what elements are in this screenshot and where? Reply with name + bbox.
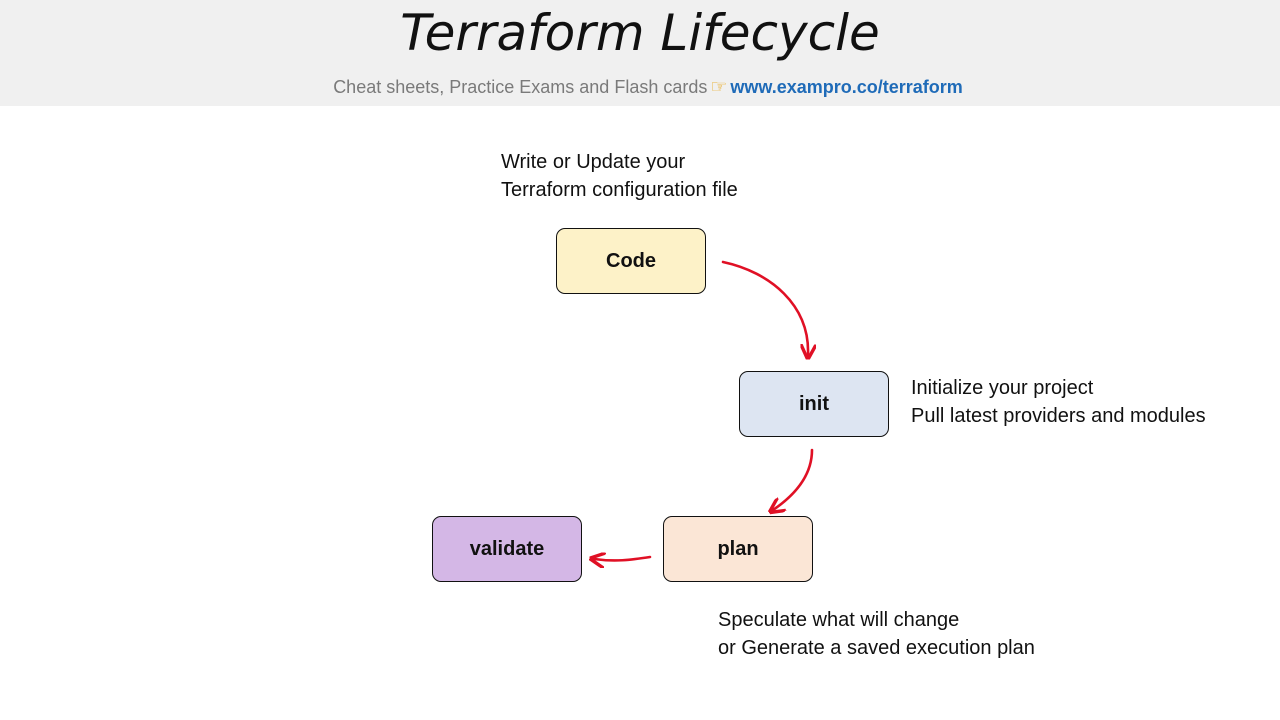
header-subtitle: Cheat sheets, Practice Exams and Flash c… [0, 74, 1280, 101]
plan-description-line-2: or Generate a saved execution plan [718, 637, 1035, 659]
plan-description-line-1: Speculate what will change [718, 609, 960, 631]
init-description-line-1: Initialize your project [911, 377, 1094, 399]
arrow-plan-to-validate [594, 557, 652, 560]
code-description-line-2: Terraform configuration file [501, 179, 738, 201]
init-description: Initialize your project Pull latest prov… [911, 374, 1206, 430]
arrow-code-to-init [721, 260, 808, 355]
header-banner: Terraform Lifecycle Cheat sheets, Practi… [0, 0, 1280, 106]
plan-description: Speculate what will change or Generate a… [718, 606, 1035, 662]
code-node: Code [556, 228, 706, 294]
page-title: Terraform Lifecycle [400, 4, 880, 62]
plan-node: plan [663, 516, 813, 582]
code-node-label: Code [606, 249, 656, 272]
code-description-line-1: Write or Update your [501, 151, 686, 173]
init-node: init [739, 371, 889, 437]
validate-node-label: validate [469, 537, 545, 560]
subtitle-text: Cheat sheets, Practice Exams and Flash c… [333, 77, 708, 97]
init-node-label: init [799, 392, 829, 415]
plan-node-label: plan [717, 537, 759, 560]
arrow-init-to-plan [773, 448, 814, 510]
exampro-link[interactable]: www.exampro.co/terraform [730, 77, 963, 97]
code-description: Write or Update your Terraform configura… [501, 148, 738, 204]
pointing-hand-icon: ☞ [710, 77, 728, 98]
validate-node: validate [432, 516, 582, 582]
init-description-line-2: Pull latest providers and modules [911, 405, 1206, 427]
